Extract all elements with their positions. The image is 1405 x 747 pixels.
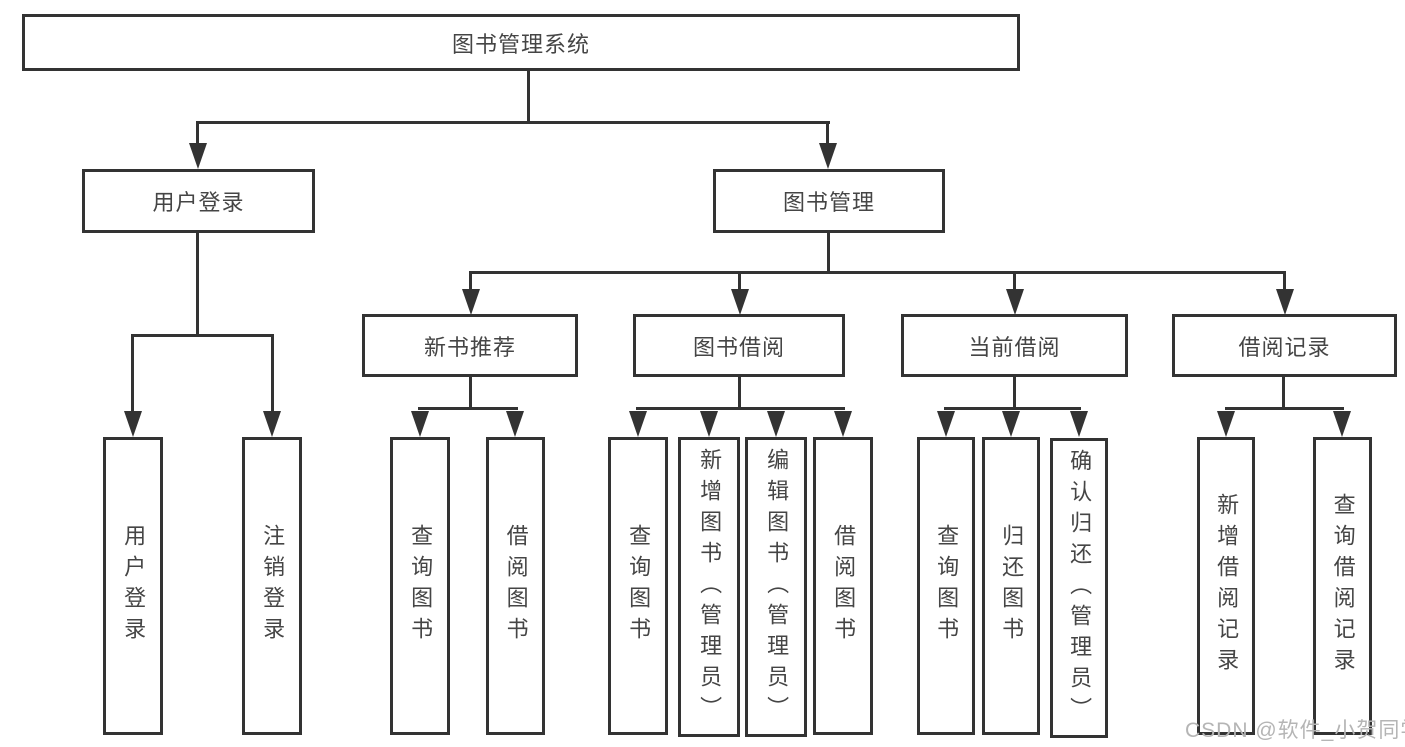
node-label: 新书推荐 [423, 334, 516, 360]
leaf-label: 查询图书 [626, 524, 652, 648]
arrow-down-icon [189, 143, 207, 169]
leaf-add-books-admin: 新增图书（管理员） [678, 437, 740, 737]
node-new-book-recommend: 新书推荐 [362, 314, 578, 377]
leaf-label: 借阅图书 [503, 524, 529, 648]
arrow-down-icon [937, 411, 955, 437]
arrow-down-icon [506, 411, 524, 437]
arrow-down-icon [1276, 289, 1294, 315]
leaf-borrow-books-2: 借阅图书 [813, 437, 873, 735]
arrow-down-icon [700, 411, 718, 437]
node-user-login: 用户登录 [82, 169, 315, 233]
leaf-label: 借阅图书 [831, 524, 857, 648]
arrow-down-icon [263, 411, 281, 437]
leaf-query-borrow-record: 查询借阅记录 [1313, 437, 1372, 735]
leaf-label: 查询图书 [934, 524, 960, 648]
leaf-return-books: 归还图书 [982, 437, 1040, 735]
arrow-down-icon [834, 411, 852, 437]
node-label: 图书借阅 [692, 334, 785, 360]
arrow-down-icon [731, 289, 749, 315]
node-book-borrow: 图书借阅 [633, 314, 845, 377]
node-library-management-system: 图书管理系统 [22, 14, 1020, 71]
arrow-down-icon [462, 289, 480, 315]
leaf-user-login: 用户登录 [103, 437, 163, 735]
leaf-label: 新增借阅记录 [1214, 493, 1240, 679]
arrow-down-icon [1002, 411, 1020, 437]
node-label: 图书管理 [782, 190, 875, 215]
leaf-query-books-3: 查询图书 [917, 437, 975, 735]
arrow-down-icon [1006, 289, 1024, 315]
leaf-label: 注销登录 [260, 524, 286, 648]
arrow-down-icon [1070, 411, 1088, 437]
leaf-query-books-1: 查询图书 [390, 437, 450, 735]
node-borrow-records: 借阅记录 [1172, 314, 1397, 377]
node-label: 用户登录 [152, 190, 245, 215]
node-book-management: 图书管理 [713, 169, 945, 233]
leaf-logout: 注销登录 [242, 437, 302, 735]
leaf-edit-books-admin: 编辑图书（管理员） [745, 437, 807, 737]
leaf-borrow-books-1: 借阅图书 [486, 437, 545, 735]
leaf-confirm-return-admin: 确认归还（管理员） [1050, 438, 1108, 738]
leaf-add-borrow-record: 新增借阅记录 [1197, 437, 1255, 735]
leaf-label: 查询借阅记录 [1330, 493, 1356, 679]
node-label: 图书管理系统 [451, 31, 590, 57]
leaf-label: 编辑图书（管理员） [764, 447, 790, 727]
node-label: 借阅记录 [1238, 334, 1331, 360]
leaf-label: 新增图书（管理员） [697, 447, 723, 727]
csdn-watermark: CSDN @软件_小贺同学 [1185, 719, 1405, 742]
leaf-query-books-2: 查询图书 [608, 437, 668, 735]
node-label: 当前借阅 [968, 334, 1061, 360]
node-current-borrow: 当前借阅 [901, 314, 1128, 377]
leaf-label: 用户登录 [121, 524, 147, 648]
arrow-down-icon [1333, 411, 1351, 437]
arrow-down-icon [1217, 411, 1235, 437]
arrow-down-icon [819, 143, 837, 169]
leaf-label: 查询图书 [408, 524, 434, 648]
arrow-down-icon [124, 411, 142, 437]
arrow-down-icon [767, 411, 785, 437]
arrow-down-icon [411, 411, 429, 437]
leaf-label: 确认归还（管理员） [1067, 448, 1093, 728]
arrow-down-icon [629, 411, 647, 437]
leaf-label: 归还图书 [999, 524, 1025, 648]
